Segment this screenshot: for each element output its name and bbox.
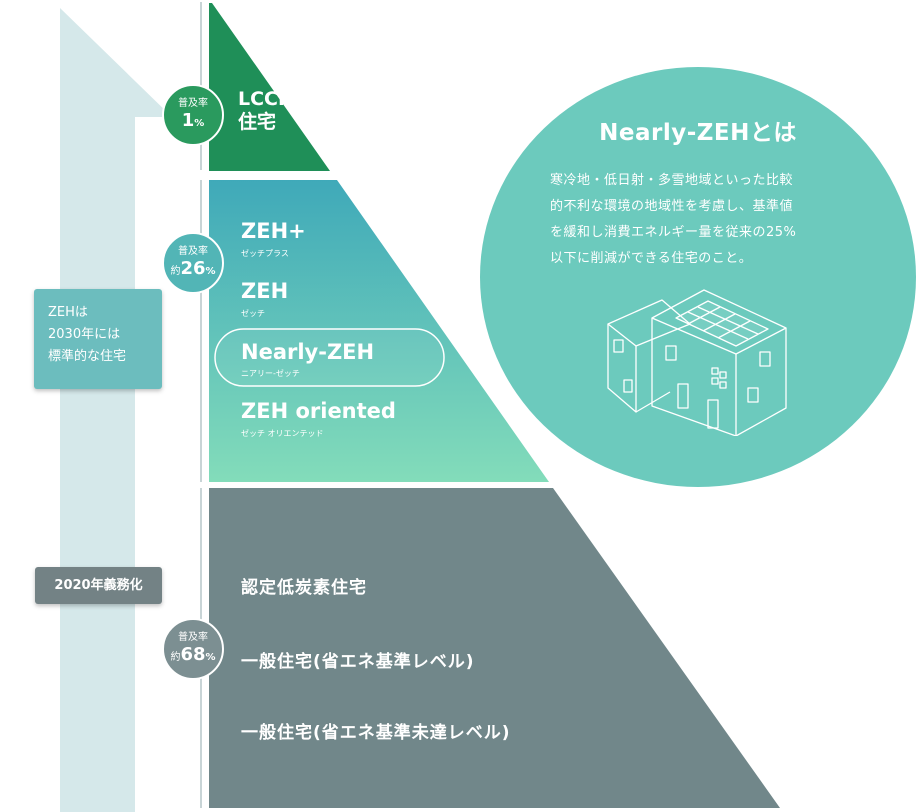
rate-value: 約26%: [170, 258, 216, 279]
house-with-solar-panels-icon: [607, 289, 787, 436]
explanation-body: 寒冷地・低日射・多雪地域といった比較 的不利な環境の地域性を考慮し、基準値 を緩…: [550, 168, 796, 272]
standard-item-low-carbon: 認定低炭素住宅: [241, 578, 367, 598]
explanation-title: Nearly-ZEHとは: [599, 120, 797, 146]
rate-label: 普及率: [178, 246, 208, 257]
lccm-rate-badge: 普及率 1%: [162, 84, 224, 146]
zeh-rate-badge: 普及率 約26%: [162, 232, 224, 294]
zeh-title: ZEH: [241, 279, 289, 303]
zeh-plus-title: ZEH+: [241, 219, 306, 243]
standard-tier: [209, 488, 780, 808]
zeh-oriented-sub: ゼッチ オリエンテッド: [241, 429, 324, 438]
zeh-tier: [209, 180, 549, 482]
zeh-2030-label: ZEHは 2030年には 標準的な住宅: [34, 289, 162, 389]
zeh-oriented-title: ZEH oriented: [241, 399, 396, 423]
mandatory-2020-label: 2020年義務化: [35, 567, 162, 604]
rate-label: 普及率: [178, 98, 208, 109]
rate-value: 約68%: [170, 644, 216, 665]
nearly-zeh-highlight: [214, 328, 445, 387]
explanation-circle: [480, 67, 916, 487]
zeh-plus-sub: ゼッチプラス: [241, 249, 289, 258]
zeh-sub: ゼッチ: [241, 309, 265, 318]
explanation-line: 寒冷地・低日射・多雪地域といった比較: [550, 173, 794, 188]
arrow-shape: [60, 8, 172, 812]
lccm-title: LCCM 住宅: [238, 88, 297, 133]
explanation-line: 以下に削減ができる住宅のこと。: [550, 251, 753, 266]
rate-value: 1%: [181, 110, 205, 131]
standard-item-energy-level: 一般住宅(省エネ基準レベル): [241, 652, 475, 672]
standard-rate-badge: 普及率 約68%: [162, 618, 224, 680]
explanation-line: を緩和し消費エネルギー量を従来の25%: [550, 225, 797, 240]
nearly-zeh-sub: ニアリー-ゼッチ: [241, 369, 300, 378]
standard-item-below-level: 一般住宅(省エネ基準未達レベル): [241, 723, 511, 743]
lccm-tier: [209, 3, 330, 171]
nearly-zeh-title: Nearly-ZEH: [241, 340, 375, 364]
rate-label: 普及率: [178, 632, 208, 643]
explanation-line: 的不利な環境の地域性を考慮し、基準値: [550, 199, 794, 214]
